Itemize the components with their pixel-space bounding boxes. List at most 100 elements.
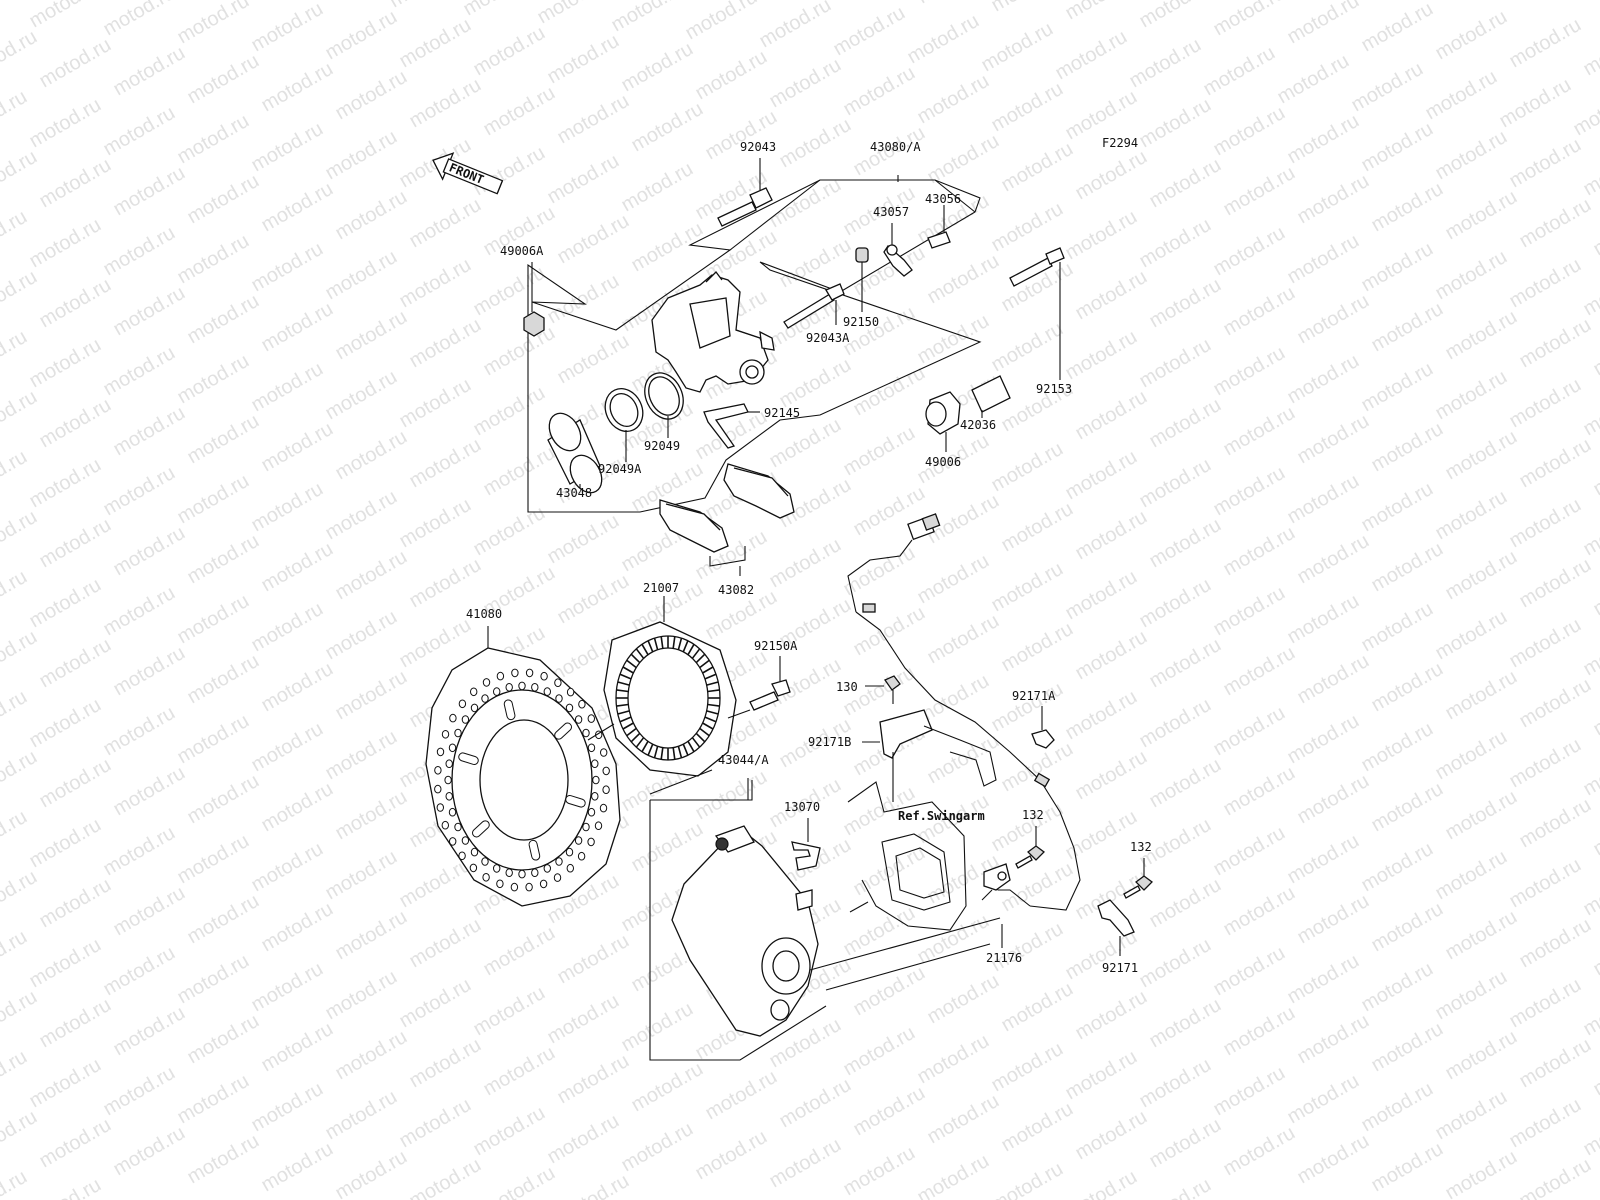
disc-slot <box>458 752 479 765</box>
watermark-text: motod.ru <box>332 66 411 125</box>
watermark-text: motod.ru <box>110 282 189 341</box>
nut-49006A <box>523 262 545 337</box>
watermark-text: motod.ru <box>1506 974 1585 1033</box>
watermark-text: motod.ru <box>332 666 411 725</box>
watermark-text: motod.ru <box>1146 994 1225 1053</box>
watermark-text: motod.ru <box>26 1054 105 1113</box>
watermark-text: motod.ru <box>924 1090 1003 1149</box>
watermark-text: motod.ru <box>1072 746 1151 805</box>
watermark-text: motod.ru <box>766 54 845 113</box>
watermark-text: motod.ru <box>1506 494 1585 553</box>
callout-41080: 41080 <box>466 607 502 621</box>
disc-hole <box>454 728 462 738</box>
callout-42036: 42036 <box>960 418 996 432</box>
watermark-text: motod.ru <box>26 94 105 153</box>
abs-tooth <box>647 640 654 653</box>
disc-hole <box>582 822 590 832</box>
watermark-text: motod.ru <box>258 298 337 357</box>
watermark-text: motod.ru <box>174 0 253 48</box>
disc-hole <box>510 882 519 892</box>
watermark-text: motod.ru <box>184 410 263 469</box>
watermark-text: motod.ru <box>776 1074 855 1133</box>
callout-92150A: 92150A <box>754 639 798 653</box>
watermark-text: motod.ru <box>100 582 179 641</box>
disc-hole <box>555 857 563 866</box>
watermark-text: motod.ru <box>184 890 263 949</box>
watermark-text: motod.ru <box>406 74 485 133</box>
watermark-text: motod.ru <box>914 0 993 8</box>
watermark-text: motod.ru <box>406 1034 485 1093</box>
watermark-text: motod.ru <box>26 694 105 753</box>
watermark-text: motod.ru <box>1368 658 1447 717</box>
watermark-text: motod.ru <box>1358 358 1437 417</box>
watermark-text: motod.ru <box>1432 366 1511 425</box>
abs-tooth <box>706 681 719 686</box>
watermark-text: motod.ru <box>534 0 613 28</box>
watermark-text: motod.ru <box>110 762 189 821</box>
watermark-text: motod.ru <box>1062 566 1141 625</box>
disc-holes <box>434 668 610 892</box>
disc-hole <box>565 703 574 713</box>
watermark-text: motod.ru <box>1136 694 1215 753</box>
watermark-text: motod.ru <box>110 162 189 221</box>
abs-tooth <box>617 681 630 686</box>
watermark-text: motod.ru <box>1072 626 1151 685</box>
disc-hole <box>449 837 457 846</box>
watermark-text: motod.ru <box>332 906 411 965</box>
abs-tooth <box>672 636 676 649</box>
watermark-text: motod.ru <box>322 6 401 65</box>
disc-slot <box>565 795 586 808</box>
abs-tooth <box>635 737 645 748</box>
watermark-text: motod.ru <box>332 1026 411 1085</box>
watermark-text: motod.ru <box>1442 186 1521 245</box>
watermark-text: motod.ru <box>184 170 263 229</box>
abs-tooth <box>699 659 710 669</box>
watermark-text: motod.ru <box>470 502 549 561</box>
watermark-text: motod.ru <box>988 1038 1067 1097</box>
watermark-text: motod.ru <box>924 250 1003 309</box>
watermark-text: motod.ru <box>1506 254 1585 313</box>
watermark-text: motod.ru <box>1516 794 1595 853</box>
watermark-text: motod.ru <box>470 142 549 201</box>
disc-hole <box>553 873 562 882</box>
watermark-text: motod.ru <box>1516 434 1595 493</box>
watermark-text: motod.ru <box>1284 590 1363 649</box>
watermark-text: motod.ru <box>776 354 855 413</box>
watermark-text: motod.ru <box>100 342 179 401</box>
watermark-text: motod.ru <box>1210 222 1289 281</box>
watermark-text: motod.ru <box>1136 574 1215 633</box>
watermark-text: motod.ru <box>110 1002 189 1061</box>
watermark-text: motod.ru <box>1496 74 1575 133</box>
watermark-text: motod.ru <box>0 266 41 325</box>
watermark-text: motod.ru <box>1200 42 1279 101</box>
disc-slot <box>471 820 490 838</box>
watermark-text: motod.ru <box>998 138 1077 197</box>
watermark-text: motod.ru <box>1062 206 1141 265</box>
watermark-text: motod.ru <box>1442 1146 1521 1200</box>
watermark-text: motod.ru <box>1294 890 1373 949</box>
watermark-text: motod.ru <box>1136 454 1215 513</box>
callout-49006: 49006 <box>925 455 961 469</box>
watermark-text: motod.ru <box>776 114 855 173</box>
abs-tooth <box>704 716 717 723</box>
watermark-text: motod.ru <box>988 198 1067 257</box>
watermark-text: motod.ru <box>36 514 115 573</box>
watermark-text: motod.ru <box>544 150 623 209</box>
watermark-text: motod.ru <box>1284 350 1363 409</box>
seal-92049 <box>644 372 684 438</box>
watermark-text: motod.ru <box>248 0 327 56</box>
watermark-text: motod.ru <box>258 1018 337 1077</box>
watermark-text: motod.ru <box>184 290 263 349</box>
seal-92049A <box>604 388 644 462</box>
abs-tooth <box>626 659 637 669</box>
watermark-text: motod.ru <box>174 110 253 169</box>
watermark-text: motod.ru <box>988 918 1067 977</box>
watermark-text: motod.ru <box>766 534 845 593</box>
abs-tooth <box>653 637 659 650</box>
watermark-text: motod.ru <box>1210 462 1289 521</box>
watermark-text: motod.ru <box>988 318 1067 377</box>
front-label: FRONT <box>447 160 486 187</box>
abs-tooth <box>653 746 659 759</box>
watermark-text: motod.ru <box>756 0 835 52</box>
